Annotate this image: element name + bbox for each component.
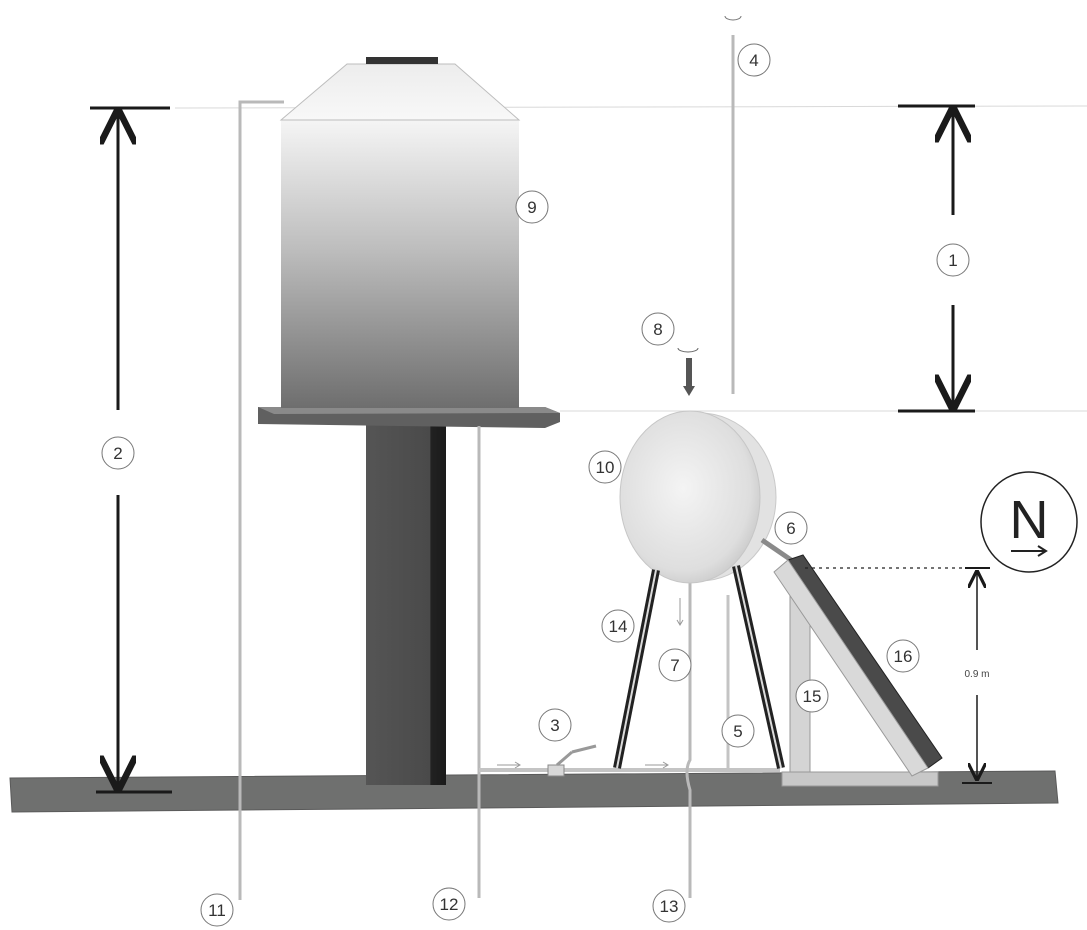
callout-14: 14 [601, 609, 635, 643]
callout-circle [652, 889, 686, 923]
callout-6: 6 [774, 511, 808, 545]
callout-5: 5 [721, 714, 755, 748]
flow-arrow-ground-1 [497, 761, 521, 769]
callout-circle [601, 609, 635, 643]
compass-circle [980, 471, 1078, 573]
callout-circle [515, 190, 549, 224]
callout-circle [737, 43, 771, 77]
callout-16: 16 [886, 639, 920, 673]
callout-12: 12 [432, 887, 466, 921]
compass-arrow-icon [1011, 545, 1048, 557]
callout-number: 10 [596, 458, 615, 477]
collector-frame-brace [781, 771, 939, 787]
callout-number: 16 [894, 647, 913, 666]
callout-number: 15 [803, 687, 822, 706]
inlet-rotation-icon [677, 347, 699, 353]
flow-arrow-pipe-7 [676, 598, 684, 626]
callout-number: 5 [733, 722, 742, 741]
callout-9: 9 [515, 190, 549, 224]
callout-circle [101, 436, 135, 470]
tank-support-column [366, 425, 446, 785]
callout-circle [588, 450, 622, 484]
callout-4: 4 [737, 43, 771, 77]
callout-circle [936, 243, 970, 277]
callout-2: 2 [101, 436, 135, 470]
callout-circle [886, 639, 920, 673]
flow-arrow-ground-2 [645, 761, 669, 769]
callout-number: 7 [670, 656, 679, 675]
callout-circle [538, 708, 572, 742]
callout-7: 7 [658, 648, 692, 682]
callout-number: 4 [749, 51, 758, 70]
callout-number: 3 [550, 716, 559, 735]
pipe-13 [685, 583, 692, 898]
callout-8: 8 [641, 312, 675, 346]
tank-leg-14-left-highlight [616, 569, 657, 769]
callout-11: 11 [200, 893, 234, 927]
callout-circle [641, 312, 675, 346]
callout-number: 6 [786, 519, 795, 538]
callout-circle [432, 887, 466, 921]
callout-circle [795, 679, 829, 713]
callout-1: 1 [936, 243, 970, 277]
callout-number: 14 [609, 617, 628, 636]
spherical-tank [619, 410, 761, 584]
callout-number: 1 [948, 251, 957, 270]
pipe-11 [238, 100, 284, 900]
callout-10: 10 [588, 450, 622, 484]
storage-tank-lid [366, 57, 438, 64]
collector-height-label: 0.9 m [964, 669, 989, 680]
callout-number: 8 [653, 320, 662, 339]
callout-number: 11 [208, 901, 226, 920]
callout-15: 15 [795, 679, 829, 713]
callout-circle [658, 648, 692, 682]
storage-tank-body [281, 120, 519, 408]
valve-3-handle-bar [571, 744, 597, 754]
tank-inlet-8 [686, 358, 692, 386]
inlet-arrow-icon [683, 386, 695, 396]
callout-circle [721, 714, 755, 748]
callout-3: 3 [538, 708, 572, 742]
storage-tank-roof [279, 63, 521, 121]
callout-circle [774, 511, 808, 545]
tank-platform-top [258, 407, 560, 414]
callout-number: 9 [527, 198, 536, 217]
valve-3-handle [556, 750, 573, 767]
callout-13: 13 [652, 889, 686, 923]
solar-collector-16 [787, 554, 943, 769]
valve-3-body [547, 764, 565, 777]
callout-number: 2 [113, 444, 122, 463]
tank-leg-14-right-highlight [735, 565, 782, 769]
compass-north-letter: N [1010, 490, 1049, 550]
callout-number: 12 [440, 895, 459, 914]
callout-circle [200, 893, 234, 927]
vent-rotation-icon [724, 15, 742, 21]
solar-collector-frame [773, 559, 929, 777]
callout-number: 13 [660, 897, 679, 916]
